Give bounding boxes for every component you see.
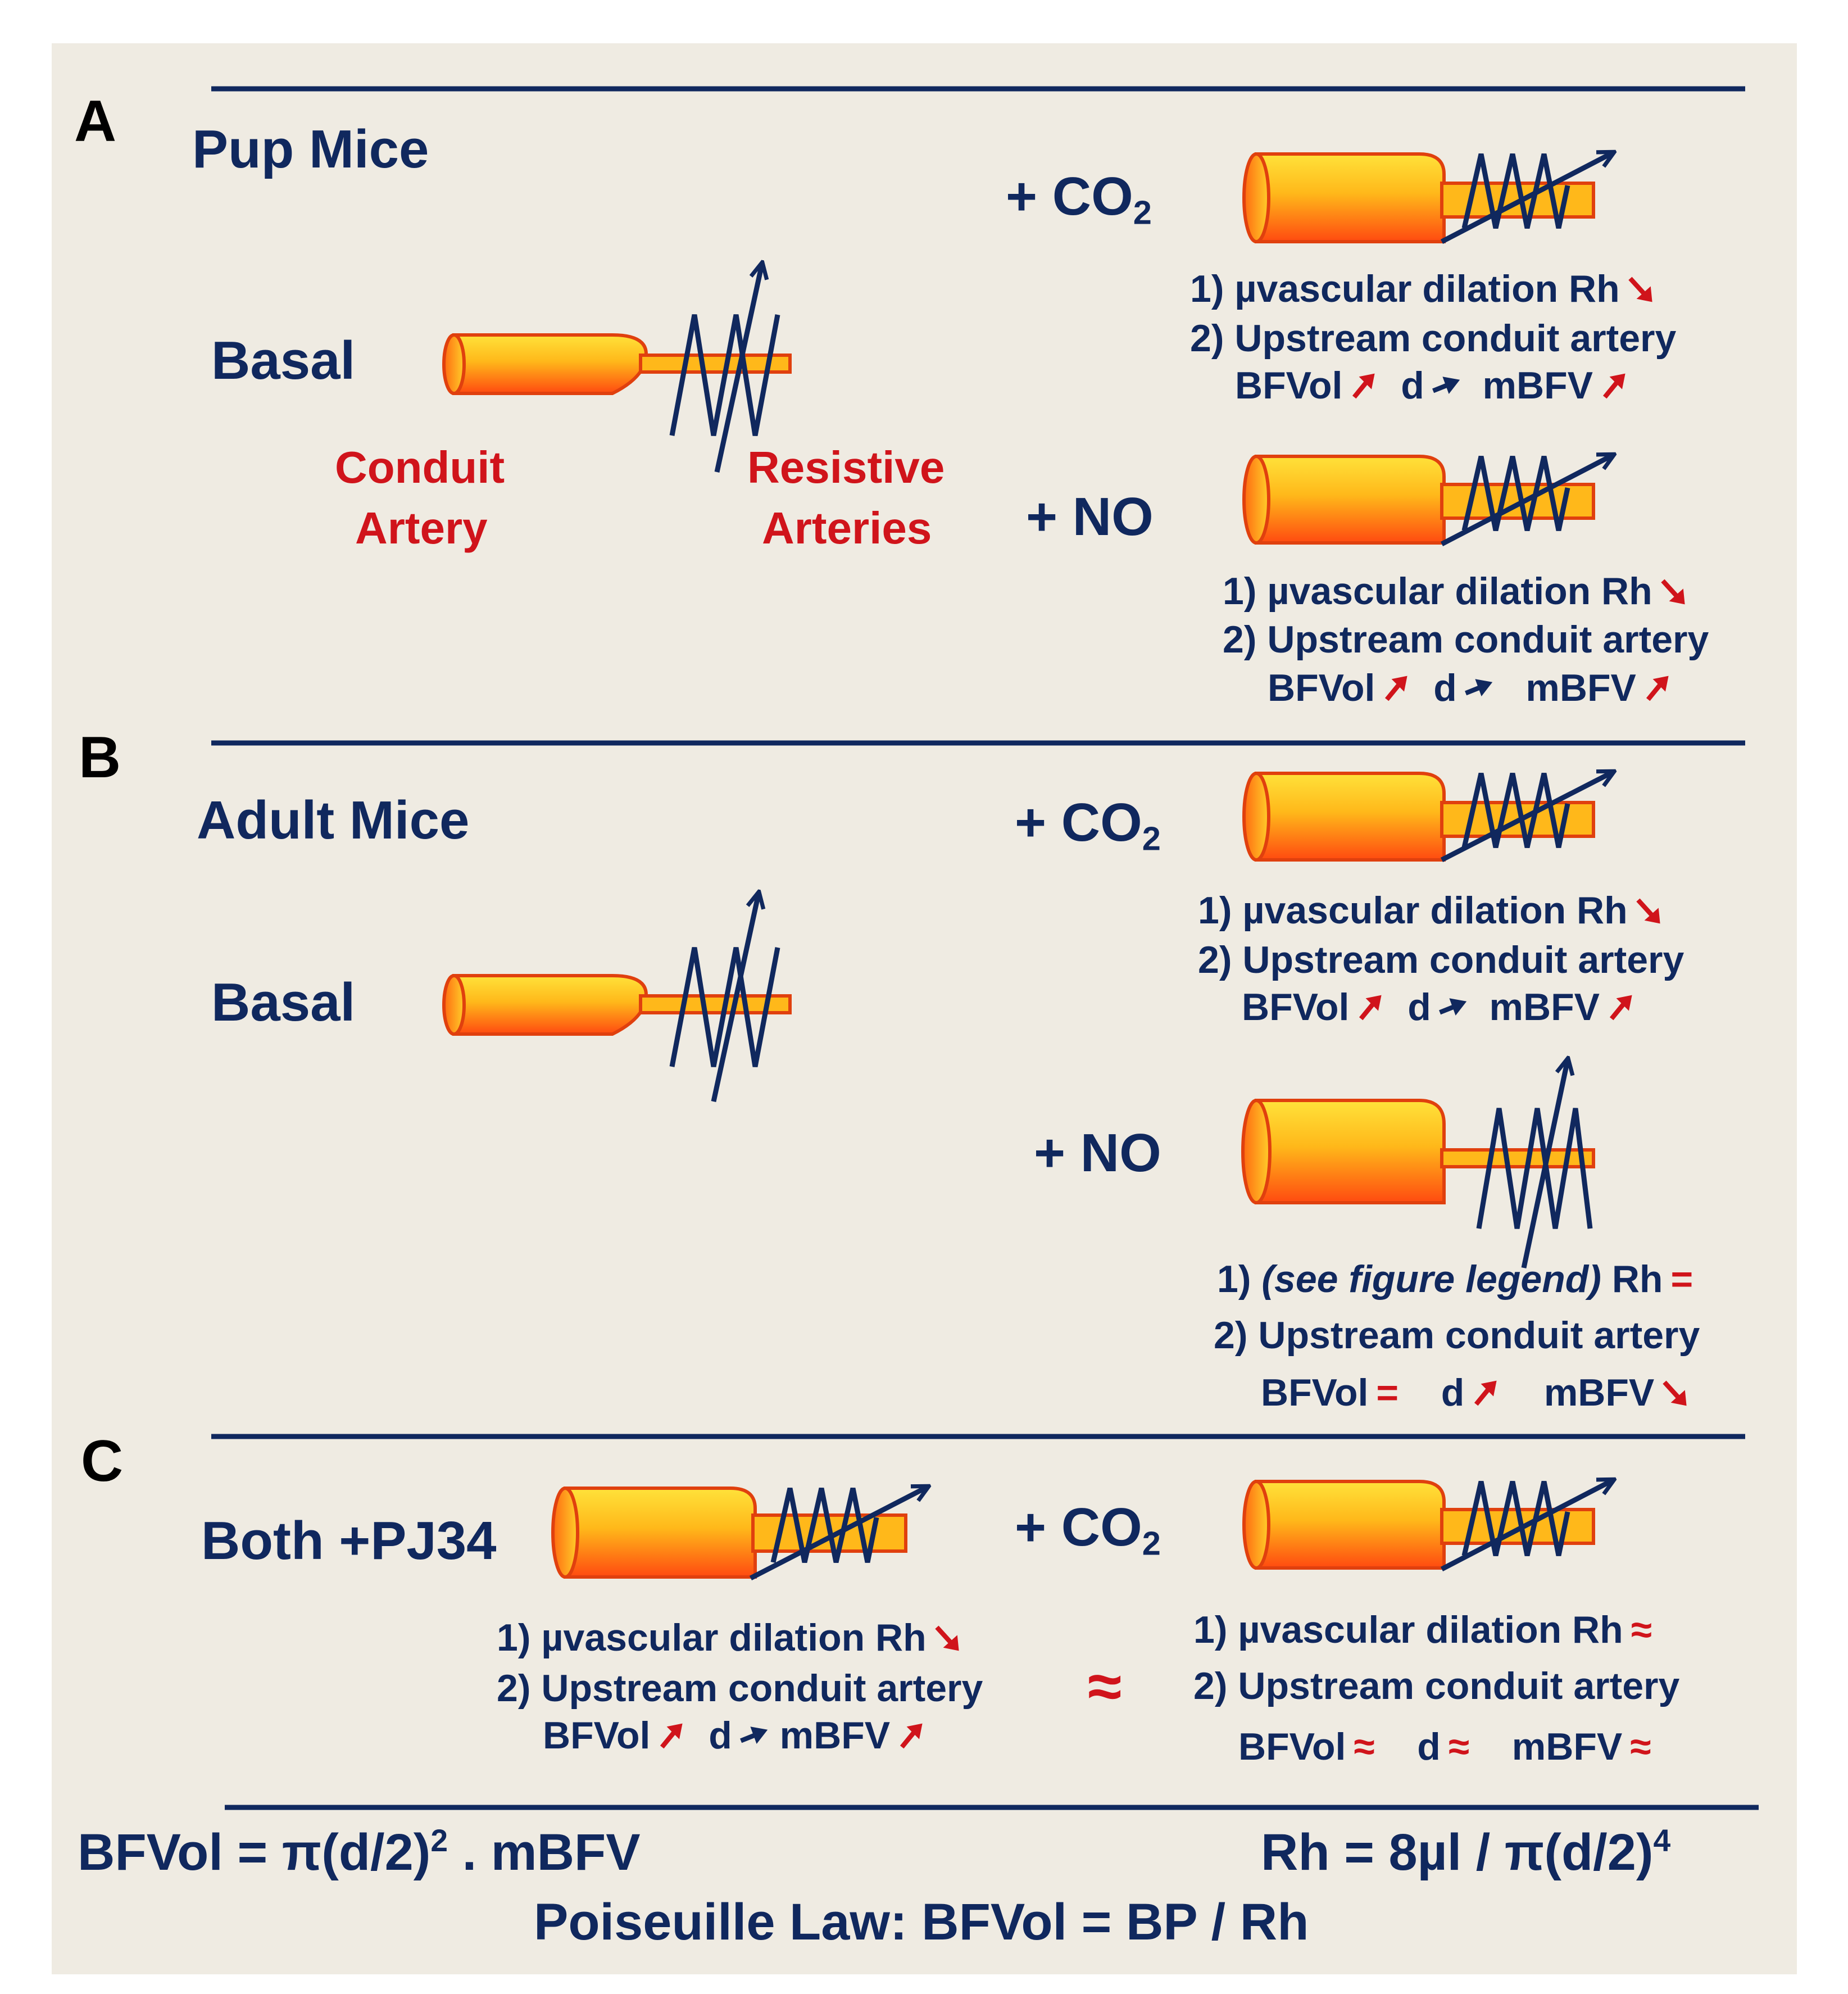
panel-c-left-line3: BFVol d mBFV xyxy=(543,1716,927,1755)
resistive-label-1: Resistive xyxy=(747,442,945,492)
panel-a-co2-label: + CO2 xyxy=(1006,166,1152,232)
panel-b-no-label: + NO xyxy=(1034,1123,1161,1183)
panel-b-co2-line3: BFVol d mBFV xyxy=(1242,988,1637,1026)
panel-c-title: Both +PJ34 xyxy=(201,1511,497,1571)
navy-right-arrow-icon xyxy=(738,1720,769,1752)
panel-b-co2-line2: 2) Upstream conduit artery xyxy=(1198,939,1684,981)
red-down-arrow-icon xyxy=(932,1623,964,1654)
navy-right-arrow-icon xyxy=(1463,673,1494,704)
red-up-arrow-icon xyxy=(1605,992,1637,1023)
panel-b-no-line3: BFVol= d mBFV xyxy=(1261,1374,1691,1412)
conduit-label-1: Conduit xyxy=(335,442,505,492)
panel-b-basal-label: Basal xyxy=(211,972,356,1032)
panel-c-right-line2: 2) Upstream conduit artery xyxy=(1193,1665,1680,1707)
panel-letter-b: B xyxy=(79,725,121,790)
conduit-label-2: Artery xyxy=(355,503,488,553)
artery-c-co2 xyxy=(1242,1480,1613,1571)
panel-c-right-line1: 1) µvascular dilation Rh≈ xyxy=(1193,1608,1652,1651)
panel-a-no-line1: 1) µvascular dilation Rh xyxy=(1223,572,1690,610)
panel-c-left-line2: 2) Upstream conduit artery xyxy=(497,1667,983,1710)
red-up-arrow-icon xyxy=(896,1720,927,1752)
bfvol-formula: BFVol = π(d/2)2 . mBFV xyxy=(78,1823,641,1882)
red-up-arrow-icon xyxy=(1642,673,1673,704)
red-up-arrow-icon xyxy=(1470,1377,1501,1409)
red-up-arrow-icon xyxy=(1599,370,1630,402)
panel-c-left-line1: 1) µvascular dilation Rh xyxy=(497,1619,964,1657)
resistive-label-2: Arteries xyxy=(762,503,932,553)
artery-basal-a xyxy=(442,264,792,473)
poiseuille-law: Poiseuille Law: BFVol = BP / Rh xyxy=(534,1893,1309,1951)
artery-b-co2 xyxy=(1242,772,1613,863)
red-up-arrow-icon xyxy=(1355,992,1386,1023)
artery-c-pj34 xyxy=(551,1487,927,1580)
panel-b-no-line2: 2) Upstream conduit artery xyxy=(1214,1314,1700,1357)
rh-formula: Rh = 8µl / π(d/2)4 xyxy=(1261,1823,1671,1882)
approx-symbol: ≈ xyxy=(1088,1652,1122,1721)
panel-letter-a: A xyxy=(74,89,117,154)
red-down-arrow-icon xyxy=(1658,576,1690,608)
panel-b-co2-label: + CO2 xyxy=(1015,792,1161,858)
panel-c-co2-label: + CO2 xyxy=(1015,1497,1161,1562)
artery-basal-b xyxy=(442,894,792,1102)
panel-b-title: Adult Mice xyxy=(197,790,470,850)
artery-a-co2 xyxy=(1242,153,1613,244)
panel-a-no-line3: BFVol d mBFV xyxy=(1268,669,1673,707)
panel-c-right-line3: BFVol≈ d≈ mBFV≈ xyxy=(1238,1725,1651,1768)
red-up-arrow-icon xyxy=(1381,673,1412,704)
red-up-arrow-icon xyxy=(656,1720,687,1752)
red-down-arrow-icon xyxy=(1625,274,1657,305)
panel-a-co2-line3: BFVol d mBFV xyxy=(1235,366,1630,405)
red-up-arrow-icon xyxy=(1348,370,1379,402)
artery-b-no xyxy=(1241,1060,1595,1268)
panel-b-no-line1: 1) (see figure legend) Rh= xyxy=(1217,1258,1693,1300)
figure-panel xyxy=(52,43,1797,1974)
red-down-arrow-icon xyxy=(1660,1377,1691,1409)
panel-a-no-label: + NO xyxy=(1026,487,1154,547)
panel-b-co2-line1: 1) µvascular dilation Rh xyxy=(1198,891,1665,930)
panel-a-co2-line2: 2) Upstream conduit artery xyxy=(1190,317,1677,360)
artery-a-no xyxy=(1242,455,1613,546)
panel-letter-c: C xyxy=(81,1429,124,1494)
navy-right-arrow-icon xyxy=(1430,370,1461,402)
panel-a-co2-line1: 1) µvascular dilation Rh xyxy=(1190,270,1657,308)
panel-a-basal-label: Basal xyxy=(211,330,356,391)
red-down-arrow-icon xyxy=(1633,895,1665,927)
panel-a-title: Pup Mice xyxy=(192,119,429,179)
navy-right-arrow-icon xyxy=(1437,992,1468,1023)
panel-a-no-line2: 2) Upstream conduit artery xyxy=(1223,618,1709,661)
